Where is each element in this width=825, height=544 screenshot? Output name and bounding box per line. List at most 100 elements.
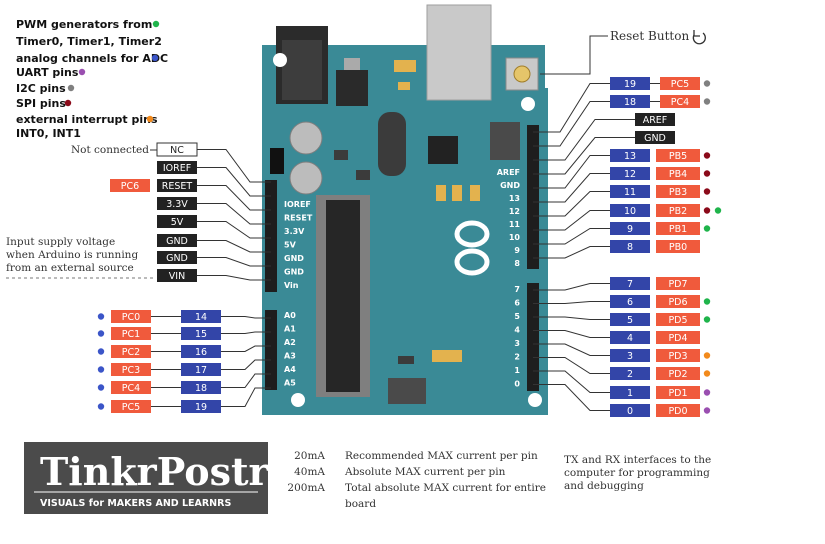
- arduino-logo: [454, 220, 490, 276]
- pin-port-PD1-box: [656, 386, 700, 399]
- analog-num-17-box: [181, 363, 221, 376]
- connector-line: [197, 167, 271, 197]
- pin-num-1-box: [610, 386, 650, 399]
- silkscreen-label: 5V: [284, 241, 297, 250]
- analog-num-16-label: 16: [195, 347, 207, 358]
- adc-dot: [97, 403, 105, 410]
- pin-port-PD1-label: PD1: [668, 388, 687, 399]
- pin-num-9-box: [610, 222, 650, 235]
- brand-logo: TinkrPostr VISUALS for MAKERS AND LEARNR…: [24, 442, 270, 514]
- pin-num-13-label: 13: [624, 151, 636, 162]
- silkscreen-label: RESET: [284, 214, 313, 223]
- power-pin-0-label: NC: [170, 145, 184, 156]
- tx-rx-note: TX and RX interfaces to the computer for…: [564, 454, 711, 492]
- legend-text: SPI pins: [16, 97, 66, 110]
- connector-line: [533, 370, 610, 393]
- pin-port-PD2-label: PD2: [668, 369, 687, 380]
- pin-num-10-box: [610, 204, 650, 217]
- reset-icon: [692, 30, 706, 45]
- silkscreen-label: GND: [284, 268, 304, 277]
- connector-line: [533, 210, 610, 231]
- i2c-dot: [703, 98, 711, 105]
- pin-port-PB0-label: PB0: [669, 242, 687, 253]
- pin-num-12-label: 12: [624, 169, 636, 180]
- pin-port-PD2-box: [656, 367, 700, 380]
- connector-line: [533, 283, 610, 291]
- silkscreen-label: A4: [284, 365, 296, 374]
- power-pin-6-label: GND: [166, 253, 188, 264]
- pin-port-PD5-box: [656, 313, 700, 326]
- silkscreen-label: 11: [509, 220, 521, 229]
- usb-connector: [426, 4, 492, 101]
- power-pin-3-box: [157, 197, 197, 210]
- connector-line: [221, 345, 271, 352]
- connector-line: [197, 257, 271, 267]
- svg-text:when Arduino is running: when Arduino is running: [6, 249, 138, 261]
- spec-description: board: [345, 498, 376, 510]
- pin-function-dot: [714, 207, 722, 214]
- analog-port-PC1-box: [111, 327, 151, 340]
- pin-port-PB5-box: [656, 149, 700, 162]
- pin-port-PB4-label: PB4: [669, 169, 687, 180]
- connector-line: [221, 373, 271, 388]
- connector-line: [533, 119, 635, 161]
- adc-dot: [97, 330, 105, 337]
- analog-port-PC1-label: PC1: [122, 329, 140, 340]
- pin-num-19-label: 19: [624, 79, 636, 90]
- pin-port-PC5-label: PC5: [671, 79, 689, 90]
- pin-port-PC4-label: PC4: [671, 97, 689, 108]
- silkscreen-label: 10: [509, 233, 521, 242]
- pin-num-4-label: 4: [627, 333, 633, 344]
- pin-num-3-box: [610, 349, 650, 362]
- pin-port-PB4-box: [656, 167, 700, 180]
- connector-line: [533, 173, 610, 203]
- power-pin-1-box: [157, 161, 197, 174]
- analog-num-19-box: [181, 400, 221, 413]
- capacitor: [289, 121, 323, 155]
- power-pin-6-box: [157, 251, 197, 264]
- connector-line: [221, 316, 271, 319]
- svg-text:from an external source: from an external source: [6, 262, 134, 274]
- svg-text:TX and RX interfaces to the: TX and RX interfaces to the: [564, 454, 711, 466]
- spec-description: Total absolute MAX current for entire: [345, 482, 546, 494]
- pin-num-4-box: [610, 331, 650, 344]
- mounting-hole: [528, 393, 542, 407]
- pin-num-11-label: 11: [624, 187, 636, 198]
- pin-num-6-box: [610, 295, 650, 308]
- connector-line: [197, 275, 271, 281]
- pin-num-2-box: [610, 367, 650, 380]
- spec-value: 40mA: [294, 466, 325, 478]
- pin-port-PD0-box: [656, 404, 700, 417]
- input-supply-note: Input supply voltage when Arduino is run…: [6, 236, 155, 279]
- power-pin-5-box: [157, 234, 197, 247]
- pin-port-PD4-box: [656, 331, 700, 344]
- pin-num-1-label: 1: [627, 388, 633, 399]
- legend-text: Timer0, Timer1, Timer2: [16, 35, 162, 48]
- analog-port-PC4-label: PC4: [122, 383, 140, 394]
- analog-header: [265, 310, 277, 390]
- pin-num-6-label: 6: [627, 297, 633, 308]
- pin-num-2-label: 2: [627, 369, 633, 380]
- mounting-hole: [291, 393, 305, 407]
- analog-port-PC3-box: [111, 363, 151, 376]
- analog-num-14-label: 14: [195, 312, 207, 323]
- pin-function-dot: [703, 370, 711, 377]
- analog-port-PC5-box: [111, 400, 151, 413]
- legend-text: UART pins: [16, 66, 79, 79]
- connector-line: [533, 301, 610, 304]
- pin-port-PC5-box: [660, 77, 700, 90]
- brand-tagline: VISUALS for MAKERS AND LEARNRS: [40, 498, 231, 509]
- silkscreen-label: IOREF: [284, 200, 311, 209]
- power-pin-4-box: [157, 215, 197, 228]
- silkscreen-label: A5: [284, 379, 296, 388]
- analog-num-15-label: 15: [195, 329, 207, 340]
- silkscreen-label: A3: [284, 352, 296, 361]
- silkscreen-label: 0: [514, 380, 520, 389]
- analog-num-18-box: [181, 381, 221, 394]
- adc-dot: [97, 348, 105, 355]
- connector-line: [533, 316, 610, 320]
- analog-num-18-label: 18: [195, 383, 207, 394]
- pin-port-PC4-box: [660, 95, 700, 108]
- svg-text:Input supply voltage: Input supply voltage: [6, 236, 115, 248]
